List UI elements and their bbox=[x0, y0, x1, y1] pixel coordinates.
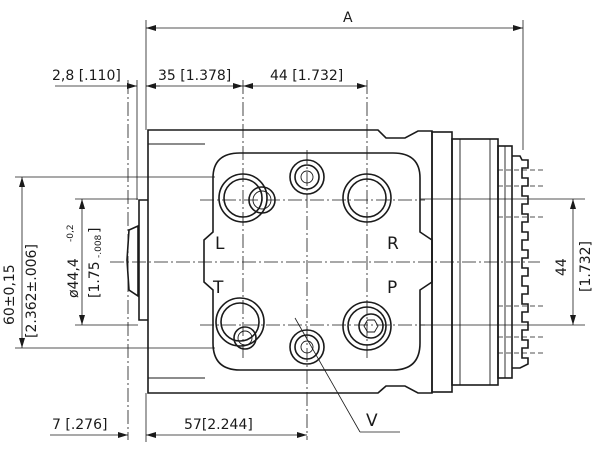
dim-pilot-dia-text: ø44,4 bbox=[66, 258, 82, 298]
dim-vertical-pitch-text: 44 bbox=[554, 258, 570, 276]
dim-height-main-text: 60±0,15 bbox=[2, 264, 18, 325]
dim-pilot-in-close-text: ] bbox=[87, 228, 103, 233]
dim-pilot-dia bbox=[75, 198, 138, 326]
port-l bbox=[218, 173, 276, 223]
dim-port-x1-text: 35 [1.378] bbox=[158, 68, 231, 84]
dim-pilot-tol-text: -0,2 bbox=[66, 224, 76, 242]
label-port-v: V bbox=[366, 411, 378, 431]
center-lines bbox=[110, 80, 540, 440]
dim-spline-offset-text: 7 [.276] bbox=[52, 417, 107, 433]
valve-body bbox=[126, 129, 433, 394]
port-p bbox=[342, 301, 392, 351]
leader-v bbox=[294, 317, 400, 433]
label-port-l: L bbox=[215, 234, 225, 254]
dim-vertical-pitch-in-text: [1.732] bbox=[578, 241, 594, 292]
dim-pilot-in-text: [1.75 bbox=[87, 261, 103, 298]
label-port-r: R bbox=[387, 234, 399, 254]
label-port-p: P bbox=[387, 278, 397, 298]
port-t bbox=[215, 297, 265, 350]
dim-vertical-pitch bbox=[420, 198, 585, 326]
dim-pilot-in-tol-text: -.008 bbox=[94, 234, 104, 258]
dim-port-pitch-text: 44 [1.732] bbox=[270, 68, 343, 84]
dim-a-text: A bbox=[343, 10, 353, 26]
dim-overall-a bbox=[145, 20, 524, 150]
port-r bbox=[342, 173, 392, 223]
dim-left-offset-text: 2,8 [.110] bbox=[52, 68, 121, 84]
port-v bbox=[289, 329, 325, 365]
port-top-plug bbox=[289, 159, 325, 195]
dim-base-length-text: 57[2.244] bbox=[184, 417, 253, 433]
dim-height-main bbox=[15, 176, 215, 349]
dim-height-main-in-text: [2.362±.006] bbox=[24, 244, 40, 338]
dim-row-top bbox=[55, 80, 367, 200]
dim-row-bottom bbox=[50, 393, 307, 442]
label-port-t: T bbox=[212, 278, 224, 298]
